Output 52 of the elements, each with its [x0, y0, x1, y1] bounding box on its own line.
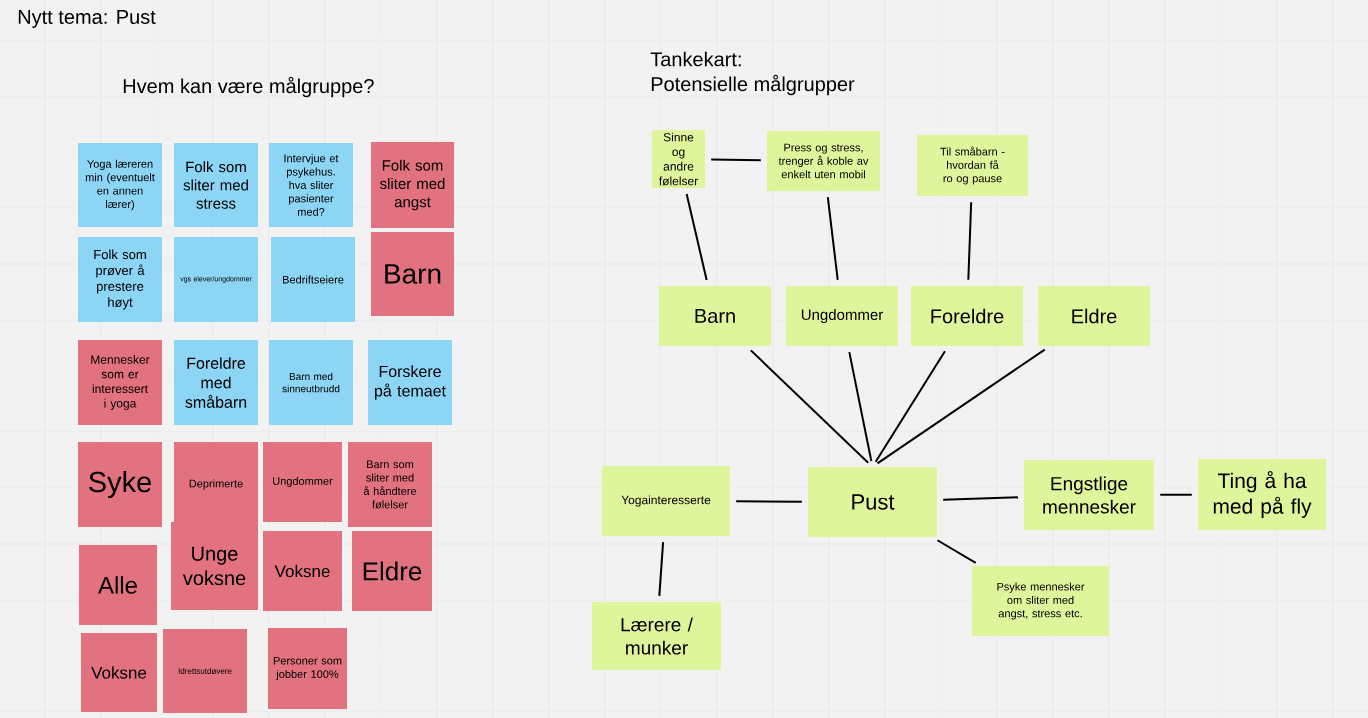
sticky-note: Unge voksne	[171, 522, 258, 610]
sticky-note: Yoga læreren min (eventuelt en annen lærer)	[78, 143, 162, 227]
sticky-note: Folk som sliter med stress	[174, 143, 258, 227]
sticky-note: Pust	[808, 467, 937, 537]
sticky-note: Alle	[79, 545, 157, 625]
connector-line	[876, 348, 1046, 465]
sticky-note: Forskere på temaet	[368, 340, 452, 425]
connector-line	[658, 541, 665, 597]
sticky-note: Folk som sliter med angst	[371, 142, 454, 228]
sticky-note: Barn	[371, 232, 454, 316]
sticky-note: Eldre	[352, 531, 432, 611]
sticky-note: Yogainteresserte	[602, 466, 730, 536]
sticky-note: Foreldre med småbarn	[174, 340, 258, 425]
sticky-note: Barn med sinneutbrudd	[269, 340, 353, 425]
sticky-note: Barn	[659, 286, 771, 346]
connector-line	[685, 193, 708, 281]
title: Nytt tema: Pust	[18, 10, 156, 28]
sticky-note: Voksne	[263, 531, 342, 611]
sticky-note: Personer som jobber 100%	[268, 628, 347, 709]
connector-line	[735, 500, 803, 503]
sticky-note: Lærere / munker	[592, 602, 721, 670]
sticky-note: Eldre	[1038, 286, 1150, 346]
connector-line	[936, 539, 977, 564]
connector-line	[942, 496, 1019, 501]
sticky-note: Engstlige mennesker	[1024, 460, 1154, 530]
heading: Potensielle målgrupper	[651, 74, 855, 96]
sticky-note: Intervjue et psykehus. hva sliter pasienter med?	[269, 143, 353, 227]
connector-line	[874, 350, 946, 463]
heading: Hvem kan være målgruppe?	[123, 76, 374, 98]
sticky-note: Ting å ha med på fly	[1198, 459, 1326, 530]
sticky-note: Mennesker som er interessert i yoga	[78, 340, 162, 425]
sticky-note: Bedriftseiere	[271, 237, 355, 322]
heading: Tankekart:	[650, 51, 741, 67]
sticky-note: Ungdommer	[263, 442, 342, 522]
sticky-note: Psyke mennesker om sliter med angst, stress etc.	[972, 566, 1109, 636]
connector-line	[710, 158, 762, 162]
sticky-note: Voksne	[81, 633, 157, 712]
sticky-note: Folk som prøver å prestere høyt	[78, 237, 162, 322]
sticky-note: Deprimerte	[174, 442, 258, 527]
connector-line	[749, 349, 870, 464]
connector-line	[967, 201, 973, 281]
sticky-note: Syke	[78, 442, 162, 527]
connector-line	[848, 351, 873, 462]
connector-line	[1159, 493, 1193, 496]
connector-line	[826, 196, 839, 281]
sticky-note: Sinne og andre følelser	[652, 130, 705, 188]
sticky-note: Foreldre	[911, 286, 1023, 346]
sticky-note: Ungdommer	[786, 286, 898, 346]
sticky-note: Barn som sliter med å håndtere følelser	[348, 442, 432, 527]
sticky-note: Idrettsutdøvere	[163, 629, 247, 713]
sticky-note: Til småbarn - hvordan få ro og pause	[917, 135, 1028, 196]
sticky-note: Press og stress, trenger å koble av enkelt uten mobil	[767, 131, 880, 191]
